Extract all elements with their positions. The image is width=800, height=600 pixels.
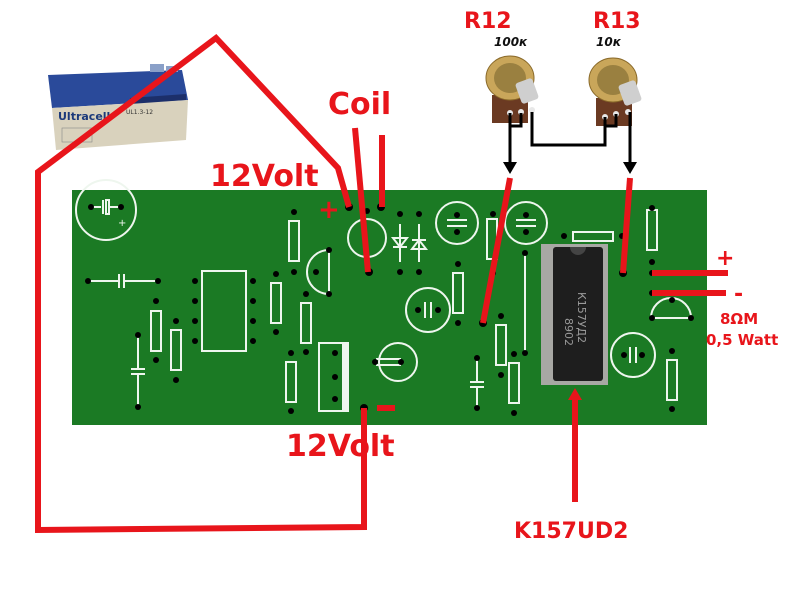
minus-mark bbox=[377, 405, 395, 411]
arrow-up-icon bbox=[568, 388, 582, 400]
pot-wiring bbox=[503, 112, 637, 174]
battery-brand: Ultracell bbox=[58, 110, 110, 123]
solder-pads bbox=[85, 203, 694, 416]
potentiometer-r13 bbox=[588, 57, 642, 126]
label-speaker-power: 0,5 Watt bbox=[706, 331, 778, 349]
label-12volt-positive: 12Volt bbox=[210, 159, 319, 194]
label-speaker-plus: + bbox=[716, 246, 734, 271]
svg-text:+: + bbox=[118, 218, 126, 229]
label-speaker-impedance: 8ΩM bbox=[720, 310, 758, 328]
label-r13: R13 bbox=[593, 9, 641, 34]
label-coil: Coil bbox=[328, 87, 391, 122]
silkscreen: + bbox=[75, 179, 693, 412]
label-r12-value: 100к bbox=[494, 35, 528, 49]
label-speaker-minus: - bbox=[734, 282, 743, 307]
label-12volt-negative: 12Volt bbox=[286, 429, 395, 464]
ic-chip: К157УД2 8902 bbox=[541, 244, 608, 385]
label-ic-name: K157UD2 bbox=[514, 519, 628, 544]
red-wires bbox=[35, 33, 728, 534]
arrow-down-icon bbox=[623, 162, 637, 174]
label-r13-value: 10к bbox=[596, 35, 622, 49]
battery-model: UL1.3-12 bbox=[126, 109, 153, 116]
battery: Ultracell UL1.3-12 bbox=[48, 64, 188, 150]
pcb-board bbox=[72, 190, 707, 425]
arrow-down-icon bbox=[503, 162, 517, 174]
label-r12: R12 bbox=[464, 9, 512, 34]
label-plus-sign: + bbox=[318, 195, 340, 225]
ic-marking-2: 8902 bbox=[562, 318, 575, 346]
ic-marking-1: К157УД2 bbox=[575, 292, 588, 343]
